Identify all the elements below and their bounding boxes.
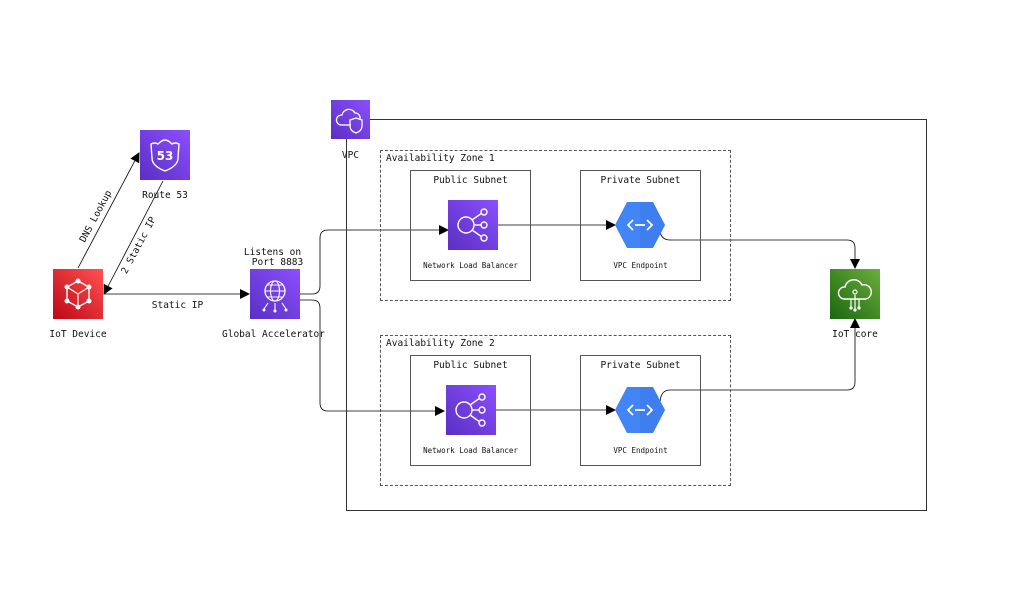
vpc-label: VPC <box>341 150 360 161</box>
edge-vpce1-iot <box>659 231 860 269</box>
az1-public-subnet-label: Public Subnet <box>433 175 508 186</box>
vpc-endpoint-icon <box>615 200 665 250</box>
edge-dns-lookup <box>77 152 140 269</box>
ga-note-line2: Port 8883 <box>251 257 304 268</box>
vpc-boundary <box>346 119 927 511</box>
az1-private-subnet-label: Private Subnet <box>600 175 681 186</box>
global-accelerator-icon <box>250 269 300 319</box>
edge-label-static-ip: Static IP <box>151 300 204 311</box>
az2-public-subnet-label: Public Subnet <box>433 360 508 371</box>
availability-zone-2 <box>380 335 731 486</box>
iot-core-icon <box>830 269 880 319</box>
iot-device-icon <box>53 269 103 319</box>
global-accelerator-label: Global Accelerator <box>222 329 325 340</box>
edge-2-static-ip <box>103 180 164 295</box>
nlb1-label: Network Load Balancer <box>423 261 518 270</box>
az2-private-subnet <box>580 355 701 466</box>
az2-public-subnet <box>410 355 531 466</box>
route-53-label: Route 53 <box>142 190 188 201</box>
edge-ga-nlb2 <box>300 299 445 416</box>
network-load-balancer-icon <box>448 200 498 250</box>
availability-zone-1 <box>380 150 731 301</box>
iot-device-label: IoT Device <box>49 329 107 340</box>
vpce2-label: VPC Endpoint <box>613 446 668 455</box>
nlb2-label: Network Load Balancer <box>423 446 518 455</box>
az1-private-subnet <box>580 170 701 281</box>
az1-public-subnet <box>410 170 531 281</box>
edge-ga-nlb1 <box>300 225 449 295</box>
route-53-badge: 53 <box>157 149 174 163</box>
iot-core-label: IoT core <box>832 329 878 340</box>
ga-note-line1: Listens on <box>243 247 302 258</box>
vpc-shield-cloud-icon <box>331 100 370 139</box>
az1-label: Availability Zone 1 <box>386 153 495 164</box>
az2-private-subnet-label: Private Subnet <box>600 360 681 371</box>
vpc-endpoint-icon <box>615 385 665 435</box>
route-53-icon: 53 <box>140 130 190 180</box>
vpce1-label: VPC Endpoint <box>613 261 668 270</box>
network-load-balancer-icon <box>446 385 496 435</box>
edge-vpce2-iot <box>659 318 860 405</box>
az2-label: Availability Zone 2 <box>386 338 495 349</box>
